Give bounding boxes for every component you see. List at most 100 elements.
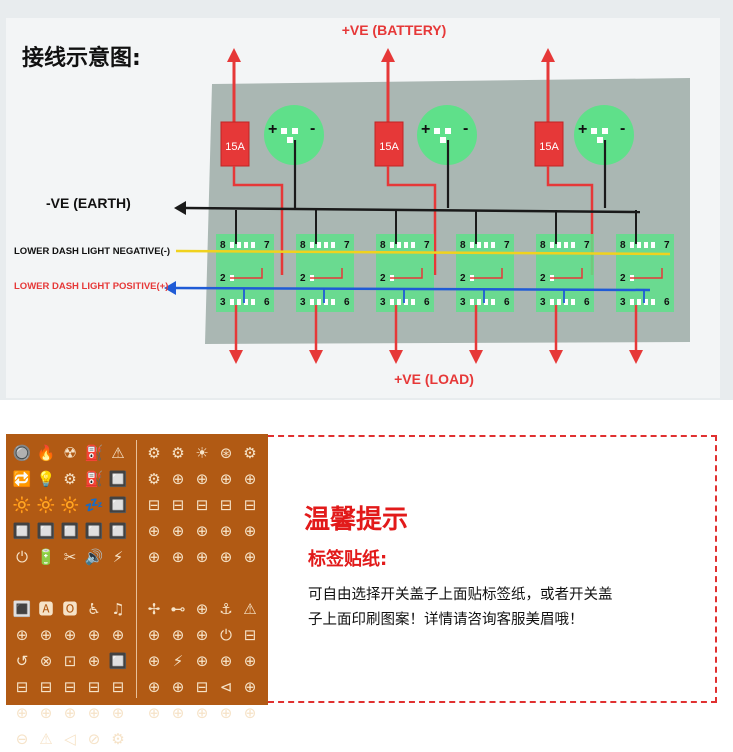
sticker-symbol-icon: ⊕ [63, 626, 77, 644]
tips-subtitle: 标签贴纸: [308, 549, 388, 570]
pin-3-label-1: 3 [220, 297, 226, 308]
icon-grid-gap [166, 570, 190, 596]
pin-pad-bot-5-2 [564, 299, 568, 305]
pin-8-label-6: 8 [620, 240, 626, 251]
pin-pad-top-4-2 [484, 242, 488, 248]
sticker-symbol-icon: 🔊 [84, 548, 104, 566]
diagram-title: 接线示意图: [22, 46, 141, 71]
pin-pad-top-5-2 [564, 242, 568, 248]
sticker-symbol-icon: ⚙ [171, 444, 185, 462]
sticker-symbol-icon: ⊕ [219, 652, 233, 670]
label-battery: +VE (BATTERY) [342, 22, 447, 38]
load-arrow-6 [629, 350, 643, 364]
sticker-symbol-icon: 🅰 [38, 600, 54, 618]
sticker-symbol-icon: 🔆 [36, 496, 56, 514]
sticker-symbol-icon: ⊕ [15, 704, 29, 722]
sticker-symbol-icon: ⊕ [147, 652, 161, 670]
sticker-symbol-icon: ⊕ [147, 678, 161, 696]
pin-pad-top-2-1 [317, 242, 321, 248]
sticker-symbol-icon: ⚙ [147, 444, 161, 462]
sticker-symbol-icon: 🔳 [12, 600, 32, 618]
sticker-symbol-icon: ⚡ [112, 548, 124, 566]
pin-pad-top-4-3 [491, 242, 495, 248]
pin-7-label-6: 7 [664, 240, 670, 251]
switch-internal-link-2 [310, 268, 343, 279]
fuse-box-1 [220, 121, 250, 167]
earth-bus [185, 206, 641, 214]
label-positive: LOWER DASH LIGHT POSITIVE(+) [14, 281, 168, 292]
pin-pad-top-3-0 [390, 242, 394, 248]
pin-pad-bot-6-0 [630, 299, 634, 305]
pin-6-label-1: 6 [264, 297, 270, 308]
sticker-symbol-icon: ✂ [63, 548, 77, 566]
minus-sign-3: - [620, 120, 625, 137]
sticker-symbol-icon: 🔥 [36, 444, 56, 462]
indicator-circle-3 [574, 105, 634, 165]
indicator-circle-1 [264, 105, 324, 165]
sticker-symbol-icon: ⊟ [147, 496, 161, 514]
sticker-symbol-icon: 🔁 [12, 470, 32, 488]
fuse-label-1: 15A [225, 141, 245, 153]
load-arrow-3 [389, 350, 403, 364]
icon-grid-gap [34, 570, 58, 596]
pin-7-label-5: 7 [584, 240, 590, 251]
pin-pad-bot-3-2 [404, 299, 408, 305]
sticker-symbol-icon: ⊕ [87, 626, 101, 644]
sticker-symbol-icon: ⊕ [63, 704, 77, 722]
sticker-symbol-icon: ⊕ [195, 626, 209, 644]
icon-grid-gap [214, 570, 238, 596]
sticker-symbol-icon: ⊷ [170, 600, 186, 618]
icon-grid-gap [10, 570, 34, 596]
sticker-symbol-icon: ⊟ [243, 626, 257, 644]
icon-grid-gap [106, 570, 130, 596]
pin-dot-a-3 [591, 128, 597, 134]
pin-pad-top-3-1 [397, 242, 401, 248]
plus-sign-1: + [268, 121, 277, 138]
pin-dot-c-3 [597, 137, 603, 143]
pin-dot-a-2 [434, 128, 440, 134]
pin-dot-b-3 [602, 128, 608, 134]
sticker-symbol-icon: ♿ [87, 600, 101, 618]
sticker-symbol-icon: 🔆 [60, 496, 80, 514]
pin-3-label-5: 3 [540, 297, 546, 308]
switch-internal-link-6 [630, 268, 663, 279]
sticker-symbol-icon: ⊕ [147, 626, 161, 644]
pin-6-label-2: 6 [344, 297, 350, 308]
fuse-to-switch-wire-2 [386, 166, 437, 275]
sticker-symbol-icon: ⊟ [39, 678, 53, 696]
pin-pad-top-2-2 [324, 242, 328, 248]
fuse-to-switch-wire-1 [232, 166, 284, 275]
fuse-label-2: 15A [379, 141, 399, 153]
pin-pad-bot-3-0 [390, 299, 394, 305]
pin-dot-b-2 [445, 128, 451, 134]
plus-sign-3: + [578, 121, 587, 138]
pin-pad-top-5-1 [557, 242, 561, 248]
sticker-symbol-icon: ⏻ [220, 626, 232, 644]
pin-8-label-4: 8 [460, 240, 466, 251]
sticker-symbol-icon: ⚙ [147, 470, 161, 488]
pin-pad-bot-1-2 [244, 299, 248, 305]
pin-7-label-3: 7 [424, 240, 430, 251]
pin-pad-bot-5-3 [571, 299, 575, 305]
sticker-symbol-icon: ⊟ [219, 496, 233, 514]
sticker-symbol-icon: 💡 [36, 470, 56, 488]
sticker-symbol-icon: ⚓ [219, 600, 233, 618]
pin-pad-bot-4-2 [484, 299, 488, 305]
pin-pad-top-6-1 [637, 242, 641, 248]
icon-grid-gap [58, 570, 82, 596]
sticker-symbol-icon: ⊕ [219, 470, 233, 488]
negative-bus [175, 249, 671, 256]
icon-grid-gap [142, 570, 166, 596]
label-negative: LOWER DASH LIGHT NEGATIVE(-) [14, 246, 170, 257]
sticker-symbol-icon: ⊕ [219, 548, 233, 566]
sticker-symbol-icon: ⊕ [87, 704, 101, 722]
pin-2-label-6: 2 [620, 273, 626, 284]
pin-8-label-2: 8 [300, 240, 306, 251]
pin-pad-top-4-1 [477, 242, 481, 248]
sticker-symbol-icon: ⊡ [63, 652, 77, 670]
pin-dot-c-1 [287, 137, 293, 143]
sticker-symbol-icon: 🔲 [84, 522, 104, 540]
sticker-symbol-icon: ⊗ [39, 652, 53, 670]
sticker-symbol-icon: 🔆 [12, 496, 32, 514]
pin-pad-bot-2-1 [317, 299, 321, 305]
